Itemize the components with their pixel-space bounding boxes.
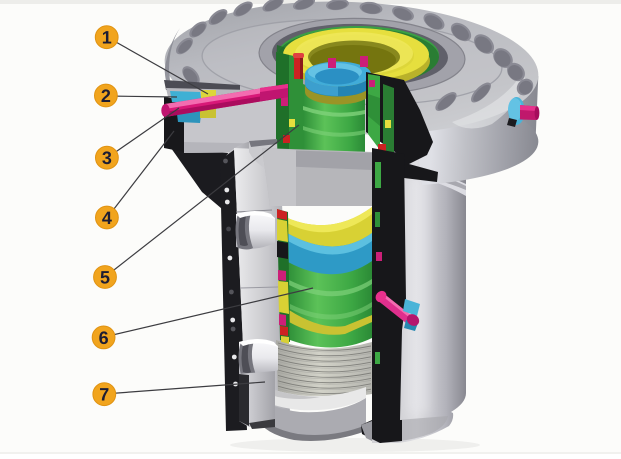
svg-text:1: 1 (102, 28, 112, 48)
svg-text:4: 4 (102, 208, 112, 228)
svg-text:3: 3 (102, 148, 112, 168)
svg-text:5: 5 (100, 267, 110, 287)
svg-text:7: 7 (99, 385, 109, 405)
svg-text:2: 2 (101, 86, 111, 106)
svg-text:6: 6 (99, 328, 109, 348)
